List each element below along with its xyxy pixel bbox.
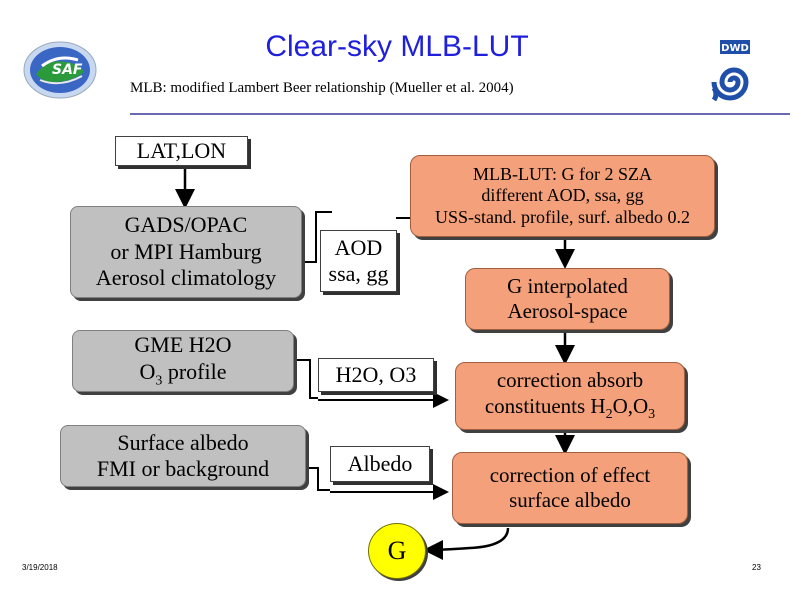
latlon-box: LAT,LON (115, 136, 248, 166)
header-divider (130, 113, 790, 115)
albedo-label: Albedo (347, 450, 413, 476)
gads-line-2: or MPI Hamburg (110, 238, 262, 264)
lut-line-3: USS-stand. profile, surf. albedo 0.2 (435, 206, 690, 227)
arrow-gme-to-h2o (294, 359, 318, 399)
g-result-circle: G (368, 523, 426, 579)
mlb-lut-box: MLB-LUT: G for 2 SZA different AOD, ssa,… (410, 155, 715, 237)
footer-date: 3/19/2018 (22, 563, 58, 572)
dwd-label: DWD (721, 43, 749, 54)
corr-alb-line-1: correction of effect (489, 462, 651, 487)
gme-line-1: GME H2O (134, 332, 232, 358)
gme-h2o-box: GME H2O O3 profile (72, 330, 294, 392)
h2o-o3-box: H2O, O3 (318, 358, 434, 392)
footer-page-number: 23 (752, 563, 761, 572)
aod-ssa-box: AOD ssa, gg (320, 230, 397, 292)
gads-line-3: Aerosol climatology (95, 265, 277, 291)
g-interp-line-2: Aerosol-space (507, 299, 628, 323)
dwd-spiral-logo-icon: DWD (704, 38, 756, 110)
correction-absorb-box: correction absorb constituents H2O,O3 (455, 362, 685, 430)
aod-line-2: ssa, gg (328, 261, 389, 286)
corr-abs-line-2: constituents H2O,O3 (484, 393, 656, 422)
saf-globe-logo-icon: SAF (22, 40, 98, 100)
arrow-gads-to-aod (302, 211, 332, 263)
arrow-corralb-to-g (423, 527, 510, 560)
gads-line-1: GADS/OPAC (124, 212, 248, 238)
lut-line-2: different AOD, ssa, gg (481, 185, 644, 206)
svg-text:SAF: SAF (52, 62, 83, 78)
surface-albedo-line-1: Surface albedo (117, 429, 249, 455)
albedo-box: Albedo (330, 446, 430, 482)
h2o-o3-label: H2O, O3 (335, 361, 417, 387)
latlon-label: LAT,LON (136, 137, 227, 163)
aod-line-1: AOD (334, 234, 383, 260)
g-interp-line-1: G interpolated (507, 273, 628, 298)
g-result-label: G (387, 536, 407, 566)
arrow-surface-to-albedo (306, 467, 330, 491)
page-title: Clear-sky MLB-LUT (265, 30, 529, 63)
gads-climatology-box: GADS/OPAC or MPI Hamburg Aerosol climato… (70, 206, 302, 298)
page-subtitle: MLB: modified Lambert Beer relationship … (130, 80, 514, 96)
gme-line-2: O3 profile (139, 358, 227, 388)
corr-abs-line-1: correction absorb (496, 368, 644, 393)
correction-albedo-box: correction of effect surface albedo (452, 452, 688, 524)
corr-alb-line-2: surface albedo (509, 488, 631, 512)
surface-albedo-line-2: FMI or background (96, 456, 270, 481)
g-interpolated-box: G interpolated Aerosol-space (465, 268, 670, 330)
lut-line-1: MLB-LUT: G for 2 SZA (472, 163, 653, 184)
surface-albedo-box: Surface albedo FMI or background (60, 425, 306, 487)
